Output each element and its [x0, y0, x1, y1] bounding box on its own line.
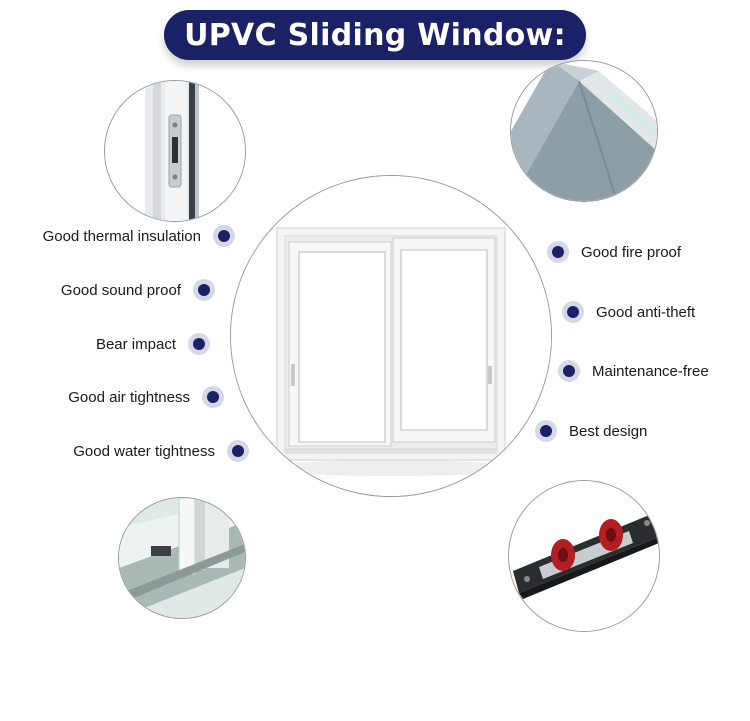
bullet-icon	[193, 279, 215, 301]
feature-air-tightness: Good air tightness	[68, 385, 224, 409]
bullet-icon	[547, 241, 569, 263]
feature-best-design: Best design	[535, 419, 647, 443]
corner-detail-photo	[510, 60, 658, 202]
sliding-window-photo	[230, 175, 552, 497]
feature-thermal-insulation: Good thermal insulation	[43, 224, 235, 248]
feature-sound-proof: Good sound proof	[61, 278, 215, 302]
bullet-icon	[188, 333, 210, 355]
feature-bear-impact: Bear impact	[96, 332, 210, 356]
bullet-icon	[227, 440, 249, 462]
bullet-icon	[558, 360, 580, 382]
feature-fire-proof: Good fire proof	[547, 240, 681, 264]
title-banner: UPVC Sliding Window:	[164, 10, 586, 60]
feature-water-tightness: Good water tightness	[73, 439, 249, 463]
bullet-icon	[562, 301, 584, 323]
page-title: UPVC Sliding Window:	[184, 17, 566, 53]
bullet-icon	[202, 386, 224, 408]
lock-detail-photo	[104, 80, 246, 222]
bullet-icon	[213, 225, 235, 247]
roller-detail-photo	[508, 480, 660, 632]
feature-anti-theft: Good anti-theft	[562, 300, 695, 324]
feature-maintenance-free: Maintenance-free	[558, 359, 709, 383]
bullet-icon	[535, 420, 557, 442]
track-detail-photo	[118, 497, 246, 619]
